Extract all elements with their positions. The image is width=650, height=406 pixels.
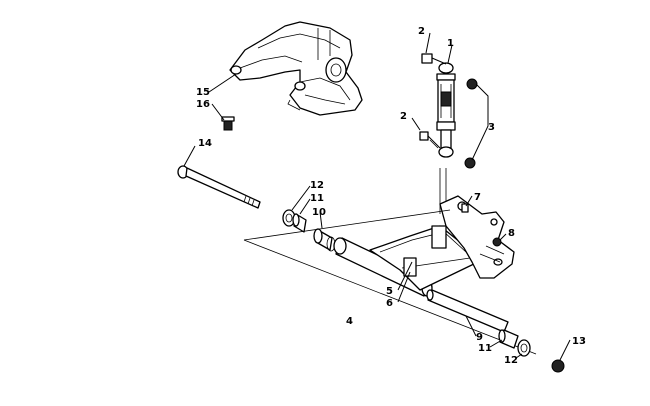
- callout-1: 1: [447, 38, 454, 49]
- bolt-part-7: [461, 203, 469, 213]
- callout-14: 14: [198, 138, 212, 149]
- callout-12-left: 12: [310, 180, 324, 191]
- bolt-part-2-bottom: [419, 131, 441, 149]
- callout-4: 4: [346, 316, 353, 327]
- nut-part-13: [551, 359, 565, 373]
- callout-15: 15: [196, 87, 210, 98]
- callout-16: 16: [196, 99, 210, 110]
- long-bolt-part-14: [177, 165, 261, 209]
- callout-13: 13: [572, 336, 586, 347]
- callout-9: 9: [476, 332, 483, 343]
- nut-part-3-bottom: [464, 157, 476, 169]
- pin-part-9: [426, 289, 509, 333]
- swing-arm-part-4: [243, 195, 537, 355]
- callout-2-bottom: 2: [400, 111, 407, 122]
- callout-3: 3: [488, 122, 495, 133]
- callout-10: 10: [312, 207, 326, 218]
- callout-11-right: 11: [478, 343, 492, 354]
- bushing-part-11-left: [292, 213, 307, 233]
- callout-12-right: 12: [504, 355, 518, 366]
- callout-5: 5: [386, 286, 393, 297]
- upper-bracket-part-15: [229, 21, 363, 116]
- bushing-part-10: [313, 228, 336, 252]
- leader-lines: [183, 32, 571, 361]
- callout-2-top: 2: [418, 26, 425, 37]
- bolt-part-2-top: [421, 53, 447, 65]
- nut-part-3-top: [466, 78, 478, 90]
- bushing-part-11-right: [498, 329, 519, 349]
- callout-11-left: 11: [310, 193, 324, 204]
- nut-part-8: [492, 237, 502, 247]
- callout-8: 8: [508, 228, 515, 239]
- shock-absorber-part-1: [436, 62, 456, 158]
- bolt-part-16: [221, 116, 235, 131]
- callout-7: 7: [474, 192, 481, 203]
- washer-part-12-right: [517, 339, 531, 357]
- callout-6: 6: [386, 298, 393, 309]
